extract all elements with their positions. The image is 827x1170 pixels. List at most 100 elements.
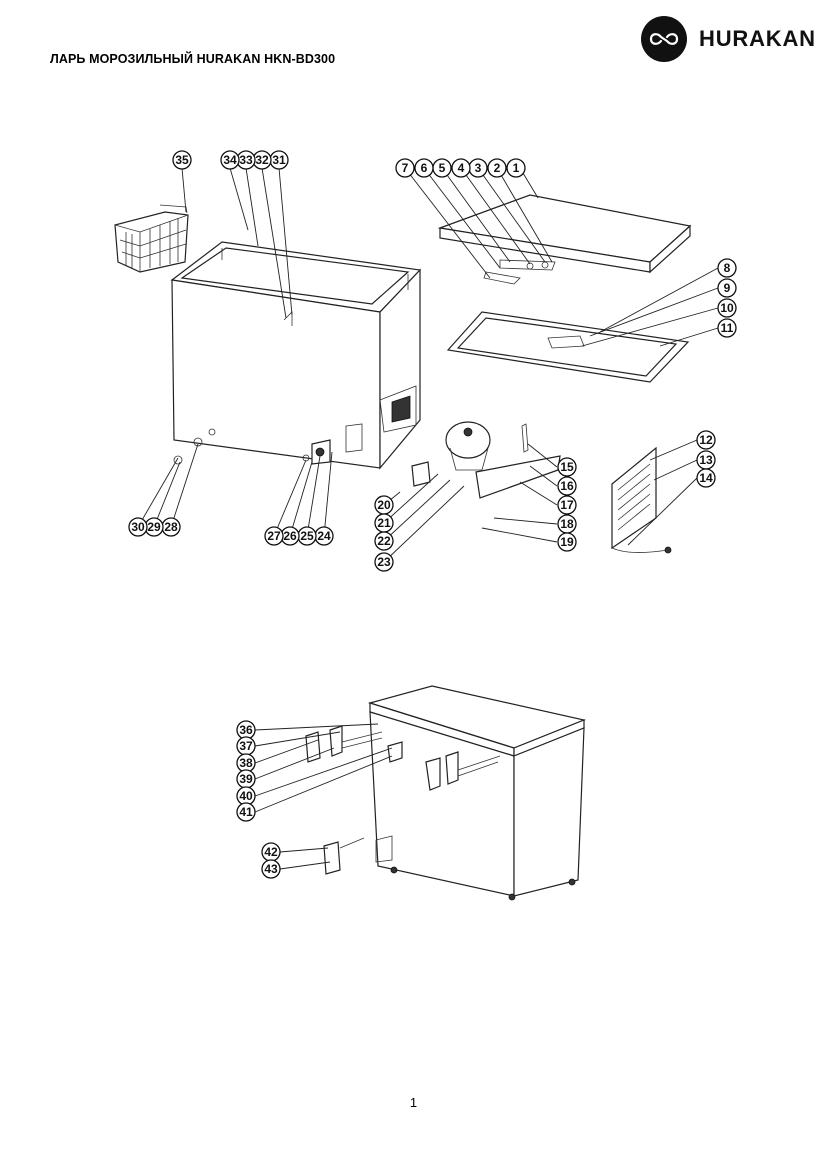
callout-13: 13 — [696, 450, 716, 470]
assembly-view: 36 37 38 39 40 41 42 43 — [236, 685, 587, 901]
infinity-logo-icon — [641, 16, 687, 62]
callout-5: 5 — [432, 158, 452, 178]
svg-text:10: 10 — [720, 301, 734, 315]
callout-39: 39 — [236, 769, 256, 789]
callout-10: 10 — [717, 298, 737, 318]
callout-43: 43 — [261, 859, 281, 879]
callout-28: 28 — [161, 517, 181, 537]
callout-35: 35 — [172, 150, 192, 170]
svg-text:33: 33 — [239, 153, 253, 167]
svg-text:34: 34 — [223, 153, 237, 167]
svg-text:6: 6 — [421, 161, 428, 175]
svg-text:40: 40 — [239, 789, 253, 803]
svg-text:18: 18 — [560, 517, 574, 531]
callout-42: 42 — [261, 842, 281, 862]
callout-14: 14 — [696, 468, 716, 488]
freezer-assembled — [305, 685, 587, 901]
svg-text:28: 28 — [164, 520, 178, 534]
callout-29: 29 — [144, 517, 164, 537]
svg-text:36: 36 — [239, 723, 253, 737]
callout-16: 16 — [557, 476, 577, 496]
callout-8: 8 — [717, 258, 737, 278]
callout-32: 32 — [252, 150, 272, 170]
callout-34: 34 — [220, 150, 240, 170]
svg-text:42: 42 — [264, 845, 278, 859]
svg-text:15: 15 — [560, 460, 574, 474]
svg-text:37: 37 — [239, 739, 253, 753]
leader-lines — [137, 167, 719, 563]
svg-text:24: 24 — [317, 529, 331, 543]
callout-36: 36 — [236, 720, 256, 740]
callout-38: 38 — [236, 753, 256, 773]
exploded-view: 1 2 3 4 5 6 7 8 9 10 11 12 13 14 15 16 1… — [114, 150, 737, 572]
callout-41: 41 — [236, 802, 256, 822]
callout-25: 25 — [297, 526, 317, 546]
svg-text:9: 9 — [724, 281, 731, 295]
callout-37: 37 — [236, 736, 256, 756]
callout-26: 26 — [280, 526, 300, 546]
svg-text:30: 30 — [131, 520, 145, 534]
callout-19: 19 — [557, 532, 577, 552]
svg-text:39: 39 — [239, 772, 253, 786]
svg-text:29: 29 — [147, 520, 161, 534]
cabinet-body — [170, 241, 422, 470]
callout-23: 23 — [374, 552, 394, 572]
callout-11: 11 — [717, 318, 737, 338]
brand-header: HURAKAN — [641, 16, 816, 62]
svg-text:7: 7 — [402, 161, 409, 175]
callout-22: 22 — [374, 531, 394, 551]
wire-basket — [114, 204, 189, 273]
callout-2: 2 — [487, 158, 507, 178]
door-gasket — [446, 311, 690, 383]
svg-text:16: 16 — [560, 479, 574, 493]
callout-20: 20 — [374, 495, 394, 515]
callout-1: 1 — [506, 158, 526, 178]
page-number: 1 — [409, 1095, 418, 1110]
svg-text:19: 19 — [560, 535, 574, 549]
callout-9: 9 — [717, 278, 737, 298]
callout-7: 7 — [395, 158, 415, 178]
callout-33: 33 — [236, 150, 256, 170]
svg-text:8: 8 — [724, 261, 731, 275]
callout-18: 18 — [557, 514, 577, 534]
svg-text:13: 13 — [699, 453, 713, 467]
svg-text:11: 11 — [721, 321, 734, 335]
callout-17: 17 — [557, 495, 577, 515]
svg-text:43: 43 — [264, 862, 278, 876]
svg-text:17: 17 — [560, 498, 574, 512]
callout-6: 6 — [414, 158, 434, 178]
callout-24: 24 — [314, 526, 334, 546]
callout-3: 3 — [468, 158, 488, 178]
callout-4: 4 — [451, 158, 471, 178]
callout-12: 12 — [696, 430, 716, 450]
svg-text:4: 4 — [458, 161, 465, 175]
svg-text:2: 2 — [494, 161, 501, 175]
callout-31: 31 — [269, 150, 289, 170]
svg-text:20: 20 — [377, 498, 391, 512]
svg-text:22: 22 — [377, 534, 391, 548]
svg-text:21: 21 — [377, 516, 391, 530]
lid — [437, 194, 692, 285]
svg-text:25: 25 — [300, 529, 314, 543]
svg-text:12: 12 — [699, 433, 713, 447]
assembly-leader-lines — [254, 723, 393, 870]
svg-text:32: 32 — [255, 153, 269, 167]
callout-15: 15 — [557, 457, 577, 477]
svg-text:3: 3 — [475, 161, 482, 175]
compressor-assembly — [173, 421, 672, 554]
svg-text:31: 31 — [272, 153, 286, 167]
callout-21: 21 — [374, 513, 394, 533]
callout-30: 30 — [128, 517, 148, 537]
svg-text:1: 1 — [513, 161, 520, 175]
svg-text:5: 5 — [439, 161, 446, 175]
svg-text:41: 41 — [239, 805, 253, 819]
callout-27: 27 — [264, 526, 284, 546]
document-title: ЛАРЬ МОРОЗИЛЬНЫЙ HURAKAN HKN-BD300 — [50, 52, 336, 66]
svg-text:26: 26 — [283, 529, 297, 543]
svg-text:23: 23 — [377, 555, 391, 569]
svg-text:38: 38 — [239, 756, 253, 770]
svg-text:27: 27 — [267, 529, 281, 543]
brand-name: HURAKAN — [699, 26, 816, 51]
svg-text:14: 14 — [699, 471, 713, 485]
